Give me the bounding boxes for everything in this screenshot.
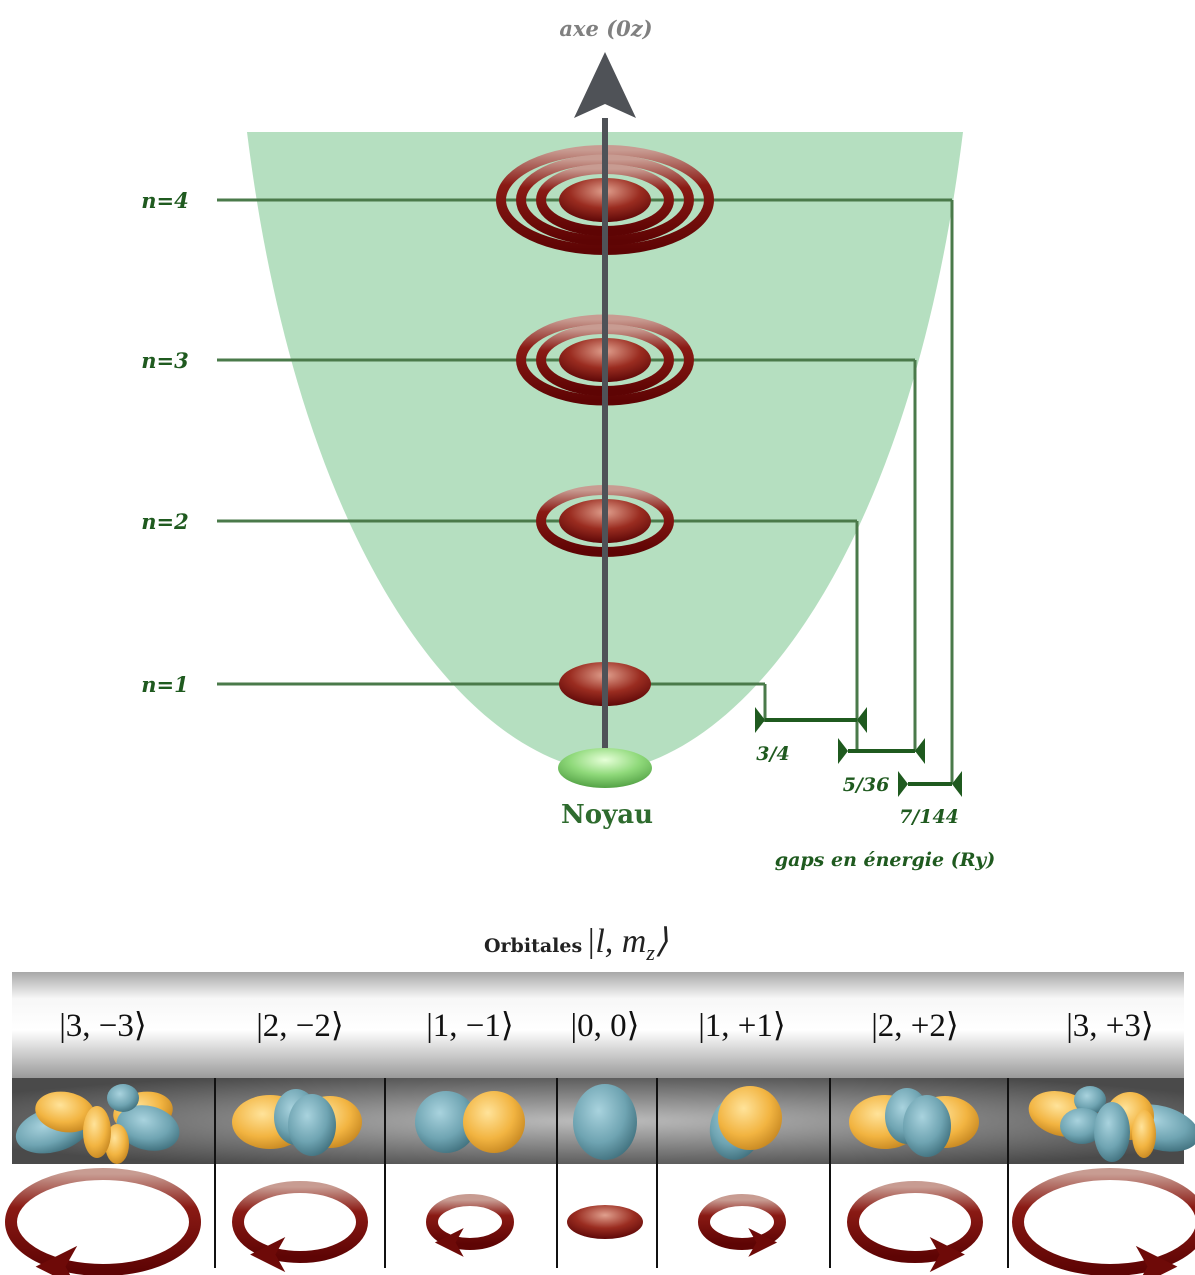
lobe-yellow: [1132, 1110, 1156, 1158]
orbital-column: |3, +3⟩: [1012, 1008, 1195, 1275]
lobe-blue: [1060, 1108, 1104, 1144]
current-arrowhead: [35, 1245, 78, 1275]
orbital-shape: [415, 1091, 525, 1153]
orbital-column: |2, −2⟩: [232, 1008, 368, 1273]
gap-value: 3/4: [756, 743, 789, 765]
gaps-caption: gaps en énergie (Ry): [775, 849, 995, 871]
gap-arrow-right: [915, 738, 925, 764]
current-loop-group: [567, 1205, 643, 1239]
gap-value: 5/36: [843, 774, 890, 796]
current-loop: [5, 1168, 201, 1275]
current-loop-group: [426, 1194, 514, 1257]
z-axis: axe (0z): [559, 16, 653, 760]
gap-arrow-left: [755, 707, 765, 733]
orbital-ket: |3, −3⟩: [59, 1008, 147, 1044]
level-label: n=1: [141, 672, 188, 697]
orbital-shape: [849, 1088, 979, 1157]
gap-arrow-left: [898, 771, 908, 797]
lobe-blue: [1074, 1086, 1106, 1114]
current-loop: [232, 1181, 368, 1263]
orbital-ket: |0, 0⟩: [571, 1008, 640, 1044]
orbitals-table: |3, −3⟩ |2, −2⟩ |1, −1⟩ |0, 0⟩ |1, +1⟩ |2, +2…: [5, 972, 1195, 1275]
current-loop: [1012, 1168, 1195, 1275]
orbital-shape: [573, 1084, 637, 1160]
orbitals-title-text: Orbitales: [484, 935, 582, 957]
lobe-yellow: [105, 1124, 129, 1164]
orbital-shape: [1028, 1086, 1195, 1162]
level-label: n=3: [141, 348, 188, 373]
orbital-ket: |1, +1⟩: [698, 1008, 786, 1044]
current-loop-group: [1012, 1168, 1195, 1275]
energy-levels: n=1 n=2 n=3 n=4: [141, 145, 954, 784]
lobe-blue: [107, 1084, 139, 1112]
lobe-blue: [116, 1105, 180, 1151]
gap-arrow-left: [838, 738, 848, 764]
current-arrowhead: [250, 1236, 286, 1273]
orbital-ket: |3, +3⟩: [1066, 1008, 1154, 1044]
current-arrowhead: [1135, 1245, 1178, 1275]
orbital-column: |3, −3⟩: [5, 1008, 201, 1275]
lobe-yellow: [83, 1106, 111, 1158]
ket-header-band: [12, 972, 1184, 1078]
lobe-blue: [415, 1091, 477, 1153]
lobe-yellow: [463, 1091, 525, 1153]
lobe-yellow: [35, 1091, 95, 1133]
current-arrowhead: [929, 1236, 965, 1273]
current-loop: [426, 1194, 514, 1250]
gap-arrow-right: [857, 707, 867, 733]
lobe-blue: [573, 1084, 637, 1160]
orbitals-title: Orbitales |l, mz⟩: [484, 923, 668, 965]
gap-marker: 7/144: [898, 771, 962, 828]
level-label: n=2: [141, 509, 188, 534]
nucleus-label: Noyau: [561, 800, 653, 830]
orbital-ket: |2, −2⟩: [256, 1008, 344, 1044]
orbital-shape: [232, 1089, 362, 1156]
current-loop-group: [5, 1168, 201, 1275]
orbital-ket: |1, −1⟩: [426, 1008, 514, 1044]
orbital-column: |1, −1⟩: [415, 1008, 525, 1257]
current-loop-group: [847, 1181, 983, 1273]
axis-label: axe (0z): [559, 16, 652, 41]
axis-arrowhead: [574, 52, 636, 118]
gap-arrow-right: [952, 771, 962, 797]
energy-gaps: 3/4 5/36 7/144: [755, 707, 962, 828]
current-loop: [847, 1181, 983, 1263]
gap-marker: 3/4: [755, 707, 867, 765]
nucleus: Noyau: [558, 748, 653, 830]
orbital-ket: |2, +2⟩: [871, 1008, 959, 1044]
current-arrowhead: [748, 1228, 778, 1257]
current-loop-group: [232, 1181, 368, 1273]
orbital-shape: [709, 1086, 782, 1160]
lobe-yellow: [718, 1086, 782, 1150]
current-loop-group: [698, 1194, 786, 1257]
orbitals-title-math: |l, mz⟩: [586, 923, 668, 965]
level-label: n=4: [141, 188, 188, 213]
lobe-blue: [288, 1094, 336, 1156]
lobe-blue: [903, 1095, 951, 1157]
orbital-column: |0, 0⟩: [567, 1008, 643, 1239]
orbital-column: |2, +2⟩: [847, 1008, 983, 1273]
orbital-column: |1, +1⟩: [698, 1008, 786, 1257]
current-blob: [567, 1205, 643, 1239]
current-arrowhead: [434, 1228, 464, 1257]
level-n3: n=3: [141, 314, 917, 752]
current-loop: [698, 1194, 786, 1250]
gap-value: 7/144: [899, 806, 959, 828]
orbital-shape: [15, 1084, 180, 1164]
lobe-blue: [1094, 1102, 1130, 1162]
gap-marker: 5/36: [838, 738, 925, 796]
